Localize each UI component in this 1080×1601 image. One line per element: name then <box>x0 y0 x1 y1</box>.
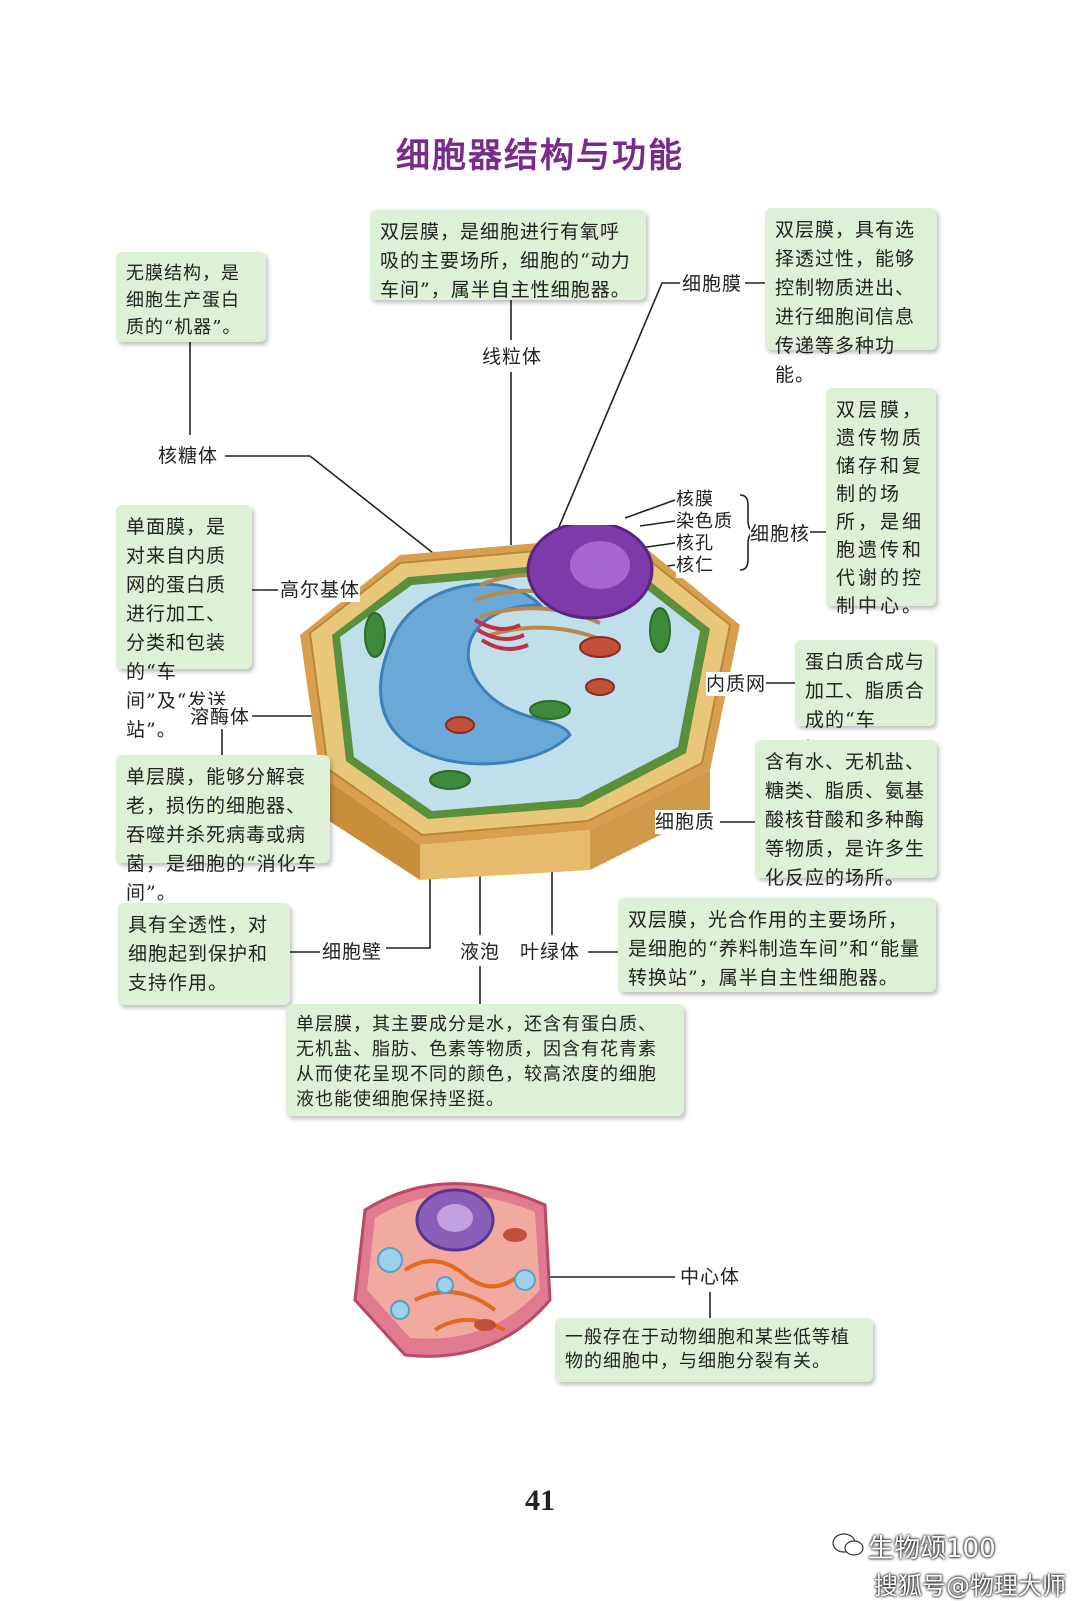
centrosome-description: 一般存在于动物细胞和某些低等植物的细胞中，与细胞分裂有关。 <box>555 1318 873 1382</box>
golgi-shape <box>473 618 529 651</box>
wechat-icon <box>832 1533 864 1556</box>
cytoplasm-label: 细胞质 <box>655 810 716 834</box>
nucleolus-label: 核仁 <box>676 554 714 578</box>
cell-membrane-label: 细胞膜 <box>682 272 743 296</box>
golgi-label: 高尔基体 <box>280 578 361 602</box>
plant-cell-illustration <box>300 525 740 880</box>
ribosome-description: 无膜结构，是细胞生产蛋白质的“机器”。 <box>116 252 266 342</box>
chromatin-label: 染色质 <box>676 510 733 534</box>
page-title: 细胞器结构与功能 <box>396 136 684 176</box>
er-description: 蛋白质合成与加工、脂质合成的“车间”。 <box>795 640 935 760</box>
chloroplast-label: 叶绿体 <box>520 940 581 964</box>
mitochondrion-label: 线粒体 <box>482 345 543 369</box>
vacuole-shape <box>379 582 572 766</box>
nuclear-pore-label: 核孔 <box>676 532 714 556</box>
nucleus-description: 双层膜，遗传物质储存和复制的场所，是细胞遗传和代谢的控制中心。 <box>826 388 936 617</box>
nucleus-label: 细胞核 <box>750 522 811 546</box>
cell-membrane-description: 双层膜，具有选择透过性，能够控制物质进出、进行细胞间信息传递等多种功能。 <box>765 208 937 386</box>
cell-wall-description: 具有全透性，对细胞起到保护和支持作用。 <box>118 903 290 1005</box>
chloroplast-description: 双层膜，光合作用的主要场所，是细胞的“养料制造车间”和“能量转换站”，属半自主性… <box>618 898 936 992</box>
nuclear-envelope-label: 核膜 <box>676 488 714 512</box>
lysosome-label: 溶酶体 <box>190 705 251 729</box>
cell-wall-label: 细胞壁 <box>322 940 383 964</box>
lysosome-description: 单层膜，能够分解衰老，损伤的细胞器、吞噬并杀死病毒或病菌，是细胞的“消化车间”。 <box>116 755 330 904</box>
ribosome-label: 核糖体 <box>158 444 219 468</box>
watermark-source: 搜狐号@物理大师 <box>874 1572 1066 1600</box>
watermark-account: 生物颂100 <box>868 1534 996 1564</box>
er-label: 内质网 <box>706 672 767 696</box>
golgi-description: 单面膜，是对来自内质网的蛋白质进行加工、分类和包装的“车间”及“发送站”。 <box>116 505 252 741</box>
mitochondrion-description: 双层膜，是细胞进行有氧呼吸的主要场所，细胞的“动力车间”，属半自主性细胞器。 <box>370 210 646 301</box>
cytoplasm-description: 含有水、无机盐、糖类、脂质、氨基酸核苷酸和多种酶等物质，是许多生化反应的场所。 <box>755 740 937 889</box>
centrosome-label: 中心体 <box>680 1265 741 1289</box>
vacuole-label: 液泡 <box>460 940 501 964</box>
page-number: 41 <box>525 1484 555 1517</box>
animal-cell-illustration <box>353 1182 552 1358</box>
vacuole-description: 单层膜，其主要成分是水，还含有蛋白质、无机盐、脂肪、色素等物质，因含有花青素从而… <box>286 1004 684 1116</box>
